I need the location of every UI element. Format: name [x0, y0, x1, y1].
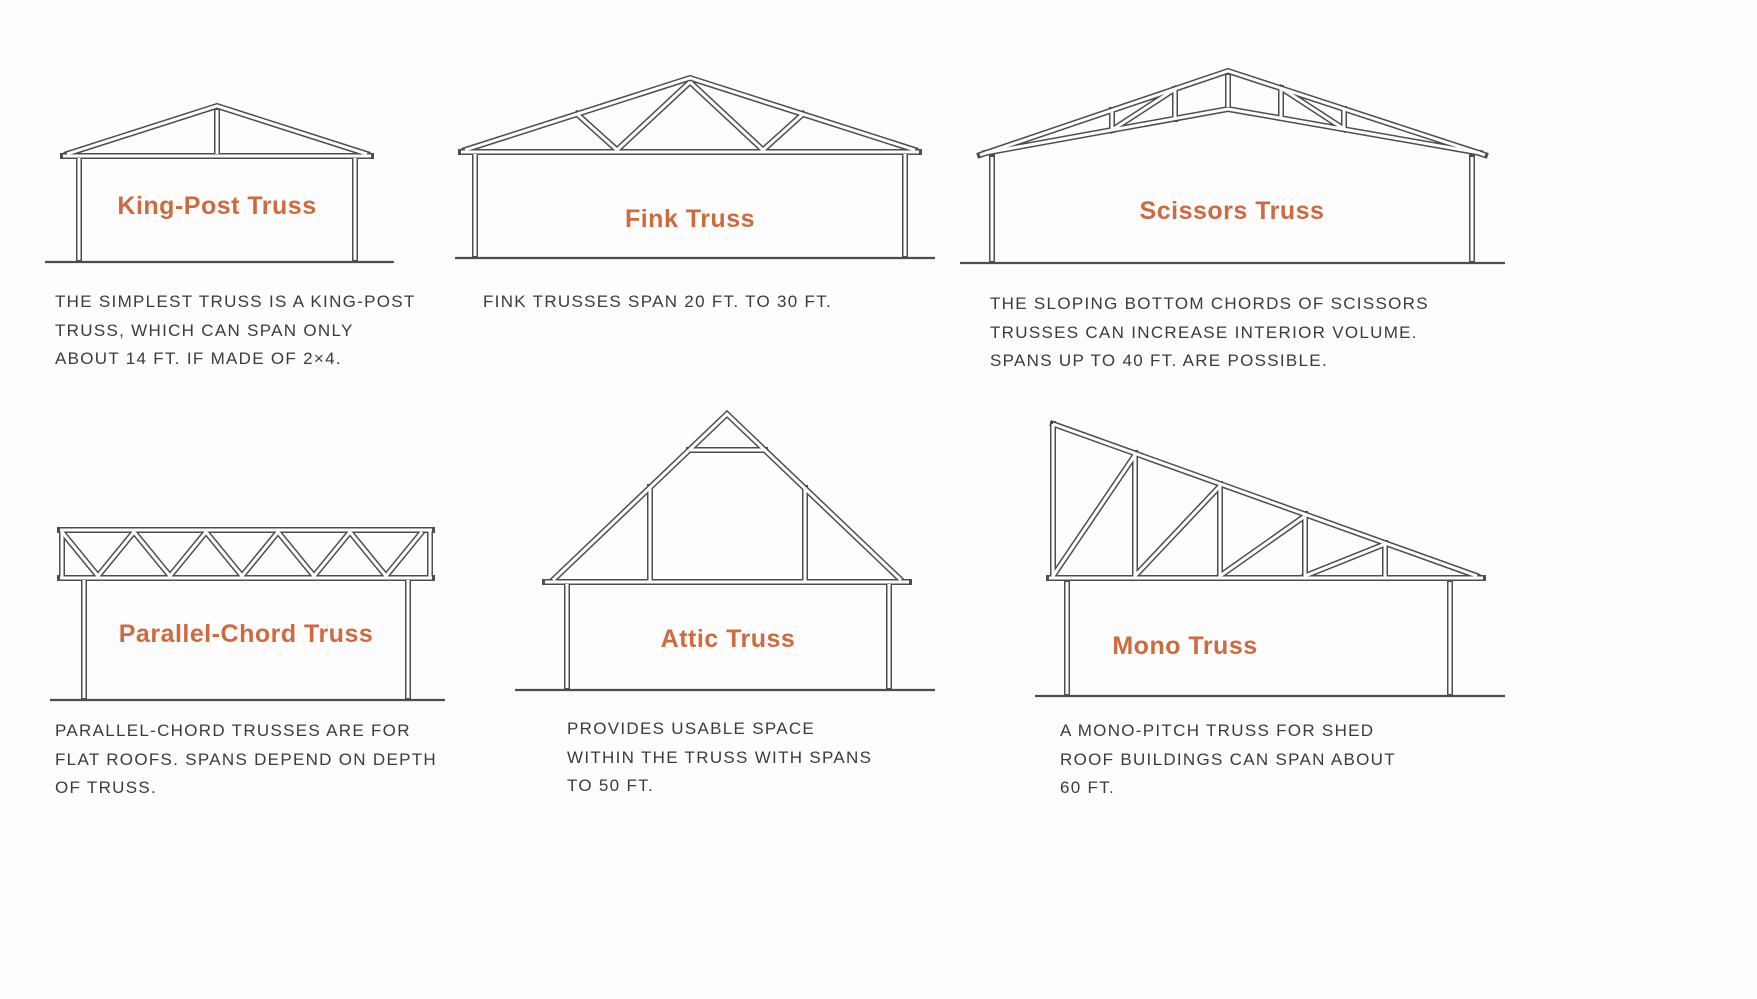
truss-members-core — [461, 76, 919, 256]
mono-truss-drawing: Mono Truss — [1035, 410, 1505, 700]
truss-description-parallel-chord: PARALLEL-CHORD TRUSSES ARE FOR FLAT ROOF… — [55, 721, 438, 798]
king-post-truss-svg — [45, 102, 395, 264]
truss-members-core — [60, 528, 432, 698]
truss-description-king-post: THE SIMPLEST TRUSS IS A KING-POST TRUSS,… — [55, 292, 416, 369]
attic-truss-drawing: Attic Truss — [515, 400, 935, 695]
truss-description-scissors: THE SLOPING BOTTOM CHORDS OF SCISSORS TR… — [990, 294, 1429, 371]
fink-truss-drawing: Fink Truss — [455, 60, 935, 265]
king-post-truss-drawing: King-Post Truss — [45, 90, 425, 270]
truss-members-outline — [976, 67, 1489, 264]
truss-description-mono: A MONO-PITCH TRUSS FOR SHED ROOF BUILDIN… — [1060, 721, 1396, 798]
truss-title-fink: Fink Truss — [624, 205, 756, 233]
truss-card-king-post: King-Post Truss THE SIMPLEST TRUSS IS A … — [45, 90, 425, 374]
truss-description-fink: FINK TRUSSES SPAN 20 FT. TO 30 FT. — [483, 292, 833, 311]
scissors-truss-drawing: Scissors Truss — [960, 55, 1505, 270]
truss-card-mono: Mono Truss A MONO-PITCH TRUSS FOR SHED R… — [1035, 410, 1505, 803]
truss-members-core — [1049, 422, 1483, 694]
parallel-chord-truss-drawing: Parallel-Chord Truss — [50, 510, 445, 705]
attic-truss-svg — [515, 409, 935, 692]
truss-card-scissors: Scissors Truss THE SLOPING BOTTOM CHORDS… — [960, 55, 1505, 376]
scissors-truss-svg — [960, 67, 1505, 265]
truss-title-mono: Mono Truss — [1112, 632, 1258, 660]
mono-truss-svg — [1035, 420, 1505, 698]
truss-members-core — [63, 104, 371, 260]
parallel-chord-truss-svg — [50, 527, 445, 702]
truss-card-parallel-chord: Parallel-Chord Truss PARALLEL-CHORD TRUS… — [50, 510, 445, 803]
truss-title-scissors: Scissors Truss — [1139, 197, 1325, 225]
truss-description-attic: PROVIDES USABLE SPACE WITHIN THE TRUSS W… — [567, 719, 873, 796]
truss-members-core — [545, 411, 909, 688]
truss-card-attic: Attic Truss PROVIDES USABLE SPACE WITHIN… — [515, 400, 935, 801]
truss-title-attic: Attic Truss — [660, 625, 796, 653]
fink-truss-svg — [455, 74, 935, 260]
truss-card-fink: Fink Truss FINK TRUSSES SPAN 20 FT. TO 3… — [455, 60, 935, 317]
truss-title-parallel-chord: Parallel-Chord Truss — [118, 620, 374, 648]
truss-title-king-post: King-Post Truss — [117, 192, 317, 220]
truss-members-core — [979, 69, 1486, 261]
